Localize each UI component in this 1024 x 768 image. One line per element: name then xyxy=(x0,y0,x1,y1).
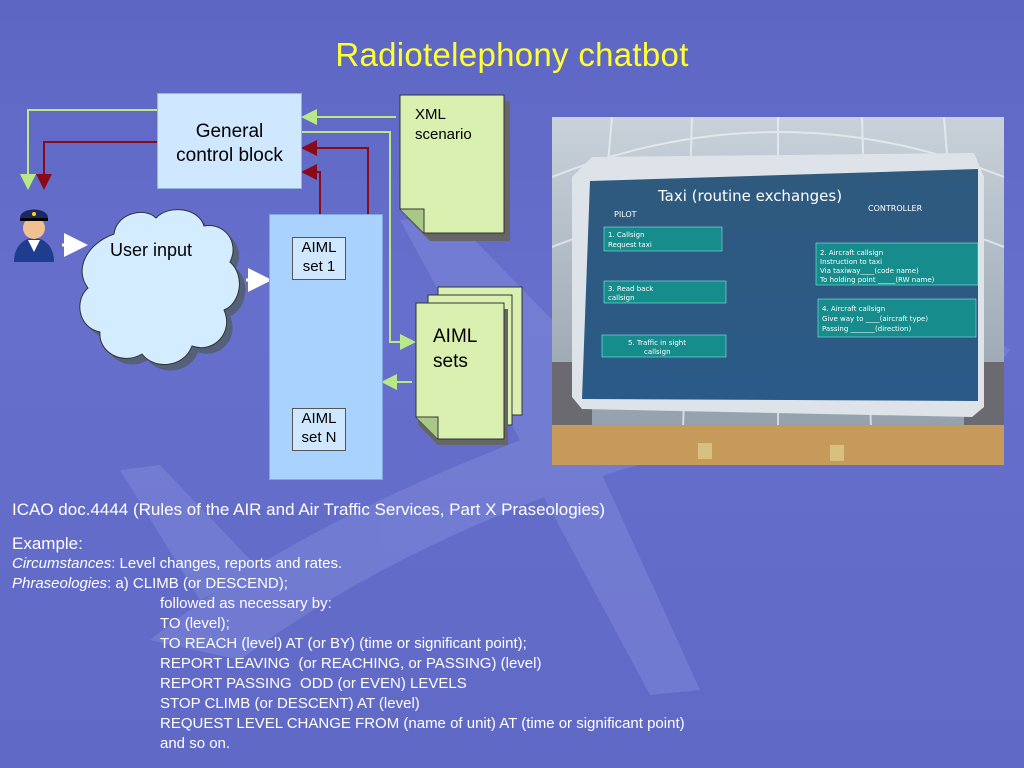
aiml-set-1-line1: AIML xyxy=(301,239,337,256)
c4-line3: Passing _______(direction) xyxy=(822,325,911,333)
aiml-set-n-line1: AIML xyxy=(301,410,337,427)
phrase-line: followed as necessary by: xyxy=(160,595,332,612)
user-input-label: User input xyxy=(110,240,193,260)
virtual-atc-training-screen: Taxi (routine exchanges) PILOT CONTROLLE… xyxy=(552,117,1004,465)
phrase-line: REQUEST LEVEL CHANGE FROM (name of unit)… xyxy=(160,715,685,732)
xml-label-line2: scenario xyxy=(415,126,472,143)
screen-heading: Taxi (routine exchanges) xyxy=(657,187,842,205)
p1-line2: Request taxi xyxy=(608,241,652,249)
p3-line1: 3. Read back xyxy=(608,285,654,293)
example-heading: Example: xyxy=(12,534,83,553)
p1-line1: 1. Callsign xyxy=(608,231,644,239)
user-input-cloud xyxy=(79,209,246,371)
xml-scenario-document xyxy=(399,94,510,241)
phrase-line: REPORT PASSING ODD (or EVEN) LEVELS xyxy=(160,675,467,692)
phrase-line: TO REACH (level) AT (or BY) (time or sig… xyxy=(160,635,527,652)
phrase-line: and so on. xyxy=(160,735,231,752)
page-title: Radiotelephony chatbot xyxy=(335,36,689,73)
p5-line2: callsign xyxy=(644,348,671,356)
xml-label-line1: XML xyxy=(415,106,446,123)
general-block-line2: control block xyxy=(176,145,283,166)
phraseologies-line: Phraseologies: a) CLIMB (or DESCEND); xyxy=(12,574,1012,594)
xml-scenario-label: XML scenario xyxy=(415,105,472,145)
phraseologies-text: : a) CLIMB (or DESCEND); xyxy=(107,575,288,592)
phrase-line: TO (level); xyxy=(160,615,230,632)
circumstances-line: Circumstances: Level changes, reports an… xyxy=(12,554,1012,574)
screen-pilot-label: PILOT xyxy=(614,210,637,219)
aiml-sets-label: AIML sets xyxy=(433,324,477,374)
aiml-set-n: AIML set N xyxy=(292,408,346,451)
c2-line2: Instruction to taxi xyxy=(820,258,882,266)
c4-line1: 4. Aircraft callsign xyxy=(822,305,885,313)
p3-line2: callsign xyxy=(608,294,635,302)
general-control-block: General control block xyxy=(157,93,302,189)
aiml-set-1-line2: set 1 xyxy=(302,258,336,275)
aiml-sets-line1: AIML xyxy=(433,326,478,347)
c4-line2: Give way to ____(aircraft type) xyxy=(822,315,928,323)
pilot-avatar-icon xyxy=(14,209,54,262)
text-body: ICAO doc.4444 (Rules of the AIR and Air … xyxy=(12,500,1012,754)
general-block-line1: General xyxy=(195,121,264,142)
phrase-line: STOP CLIMB (or DESCENT) AT (level) xyxy=(160,695,420,712)
p5-line1: 5. Traffic in sight xyxy=(628,339,686,347)
circumstances-text: : Level changes, reports and rates. xyxy=(111,555,343,572)
aiml-set-n-line2: set N xyxy=(301,429,337,446)
icao-doc-line: ICAO doc.4444 (Rules of the AIR and Air … xyxy=(12,500,606,519)
c2-line4: To holding point _____(RW name) xyxy=(819,276,935,284)
phrase-line: REPORT LEAVING (or REACHING, or PASSING)… xyxy=(160,655,542,672)
aiml-sets-documents xyxy=(415,286,523,445)
aiml-set-1: AIML set 1 xyxy=(292,237,346,280)
screen-controller-label: CONTROLLER xyxy=(868,204,923,213)
aiml-sets-line2: sets xyxy=(433,351,468,372)
c2-line1: 2. Aircraft callsign xyxy=(820,249,883,257)
phraseologies-label: Phraseologies xyxy=(12,575,108,592)
c2-line3: Via taxiway____(code name) xyxy=(820,267,919,275)
circumstances-label: Circumstances xyxy=(12,555,112,572)
